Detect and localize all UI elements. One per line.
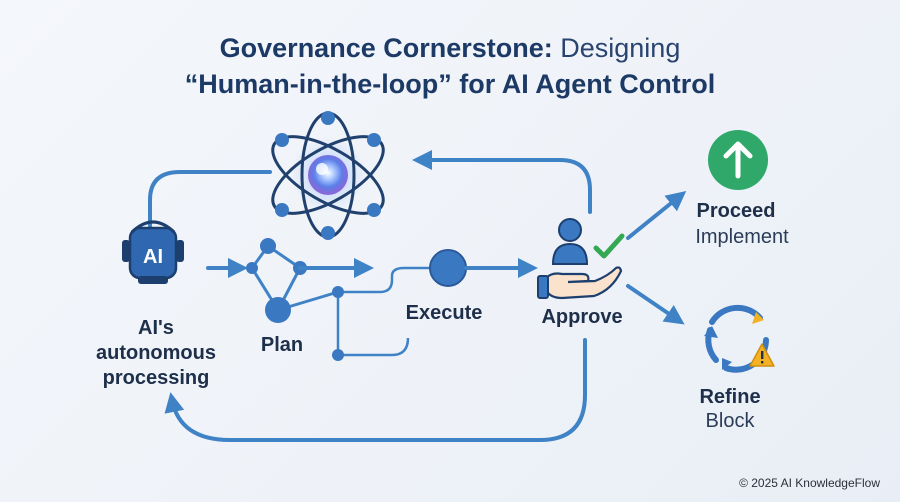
diagram-title: Governance Cornerstone: Designing “Human… bbox=[0, 30, 900, 102]
atom-icon bbox=[271, 111, 385, 240]
title-line-1-bold: Governance Cornerstone: bbox=[219, 33, 553, 63]
warning-icon bbox=[749, 343, 775, 367]
plan-label: Plan bbox=[260, 334, 304, 356]
proceed-label: Proceed bbox=[696, 200, 776, 222]
plan-network bbox=[246, 238, 339, 323]
refine-label: Refine bbox=[699, 386, 761, 408]
up-arrow-icon bbox=[708, 130, 768, 190]
ai-label-line-3: processing bbox=[102, 367, 210, 389]
ai-processing-label: AI's autonomous processing bbox=[96, 316, 216, 391]
loop-bottom-arrow bbox=[164, 338, 587, 442]
title-line-1-light: Designing bbox=[560, 33, 681, 63]
block-label: Block bbox=[705, 410, 755, 432]
execute-branch bbox=[332, 266, 432, 361]
loop-top-left-path bbox=[148, 170, 272, 232]
approve-to-proceed-arrow bbox=[626, 190, 687, 240]
approve-to-refine-arrow bbox=[626, 284, 685, 325]
copyright-text: © 2025 AI KnowledgeFlow bbox=[739, 476, 880, 490]
ai-label-line-2: autonomous bbox=[96, 342, 216, 364]
ai-robot-icon: AI bbox=[122, 220, 184, 284]
execute-label: Execute bbox=[405, 302, 483, 324]
human-hand-approve-icon bbox=[537, 218, 623, 300]
title-line-1: Governance Cornerstone: Designing bbox=[0, 30, 900, 66]
approve-label: Approve bbox=[541, 306, 623, 328]
title-line-2: “Human-in-the-loop” for AI Agent Control bbox=[184, 69, 716, 99]
loop-top-right-arrow bbox=[412, 150, 592, 214]
execute-node bbox=[429, 249, 467, 287]
ai-badge-text: AI bbox=[143, 246, 163, 268]
implement-label: Implement bbox=[695, 226, 789, 248]
check-icon bbox=[593, 233, 625, 259]
ai-label-line-1: AI's bbox=[138, 317, 174, 339]
